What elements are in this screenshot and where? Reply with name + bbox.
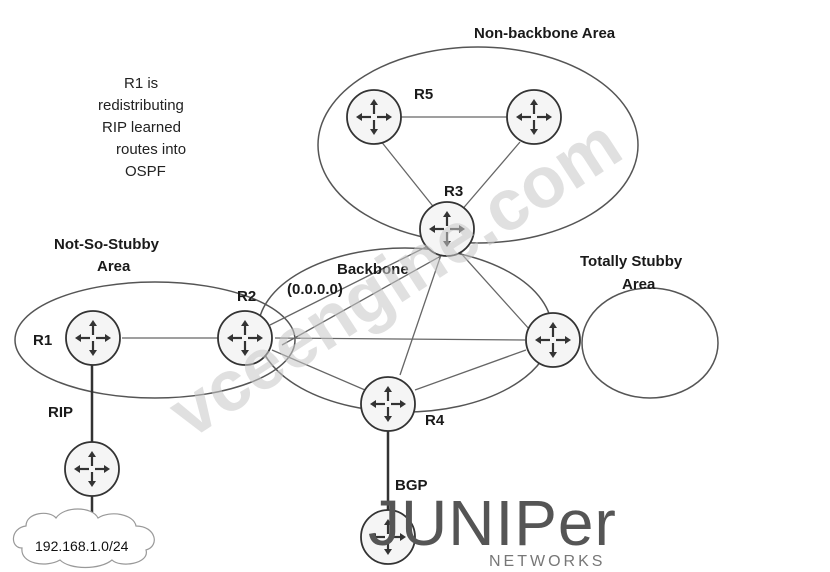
backbone-area-label-1: Backbone [337, 261, 409, 278]
note-line-2: redistributing [98, 97, 184, 114]
note-line-3: RIP learned [102, 119, 181, 136]
totally-stubby-area-ellipse [581, 287, 719, 399]
rip-label: RIP [48, 404, 73, 421]
note-line-5: OSPF [125, 163, 166, 180]
note-line-1: R1 is [124, 75, 158, 92]
router-label-r4: R4 [425, 412, 445, 429]
non-backbone-area-ellipse [317, 46, 639, 244]
totally-stubby-area-label-2: Area [622, 276, 656, 293]
link-r3-rts [457, 249, 531, 331]
note-line-4: routes into [116, 141, 186, 158]
router-label-r1: R1 [33, 332, 52, 349]
brand-sub: NETWORKS [489, 553, 605, 570]
router-r5-peer[interactable] [506, 89, 562, 145]
cloud-icon [12, 508, 155, 569]
router-r5[interactable] [346, 89, 402, 145]
router-r4[interactable] [360, 376, 416, 432]
not-so-stubby-area-label-1: Not-So-Stubby [54, 236, 160, 253]
backbone-area-label-2: (0.0.0.0) [287, 281, 343, 298]
not-so-stubby-area-label-2: Area [97, 258, 131, 275]
juniper-logo: JUNIPer NETWORKS [368, 487, 617, 570]
router-r3[interactable] [419, 201, 475, 257]
network-label: 192.168.1.0/24 [35, 538, 129, 554]
router-totally-stubby[interactable] [525, 312, 581, 368]
link-r4-rts [414, 349, 527, 391]
router-rip[interactable] [64, 441, 120, 497]
brand-name: JUNIPer [368, 487, 617, 559]
link-r3-r2b [281, 251, 449, 346]
router-r1[interactable] [65, 310, 121, 366]
router-bgp[interactable] [360, 509, 416, 565]
link-r2-r5c [274, 337, 526, 341]
router-label-r3: R3 [444, 183, 463, 200]
non-backbone-area-label: Non-backbone Area [474, 25, 616, 42]
bgp-label: BGP [395, 477, 428, 494]
router-label-r2: R2 [237, 288, 256, 305]
totally-stubby-area-label-1: Totally Stubby [580, 253, 683, 270]
link-r2-r4 [271, 349, 366, 391]
router-r2[interactable] [217, 310, 273, 366]
not-so-stubby-area-ellipse [14, 281, 296, 399]
link-r3-r4 [399, 251, 443, 376]
link-r5b-r3 [459, 141, 521, 213]
link-r2-r3 [269, 244, 431, 326]
router-label-r5: R5 [414, 86, 433, 103]
link-r5-r3 [379, 139, 441, 216]
